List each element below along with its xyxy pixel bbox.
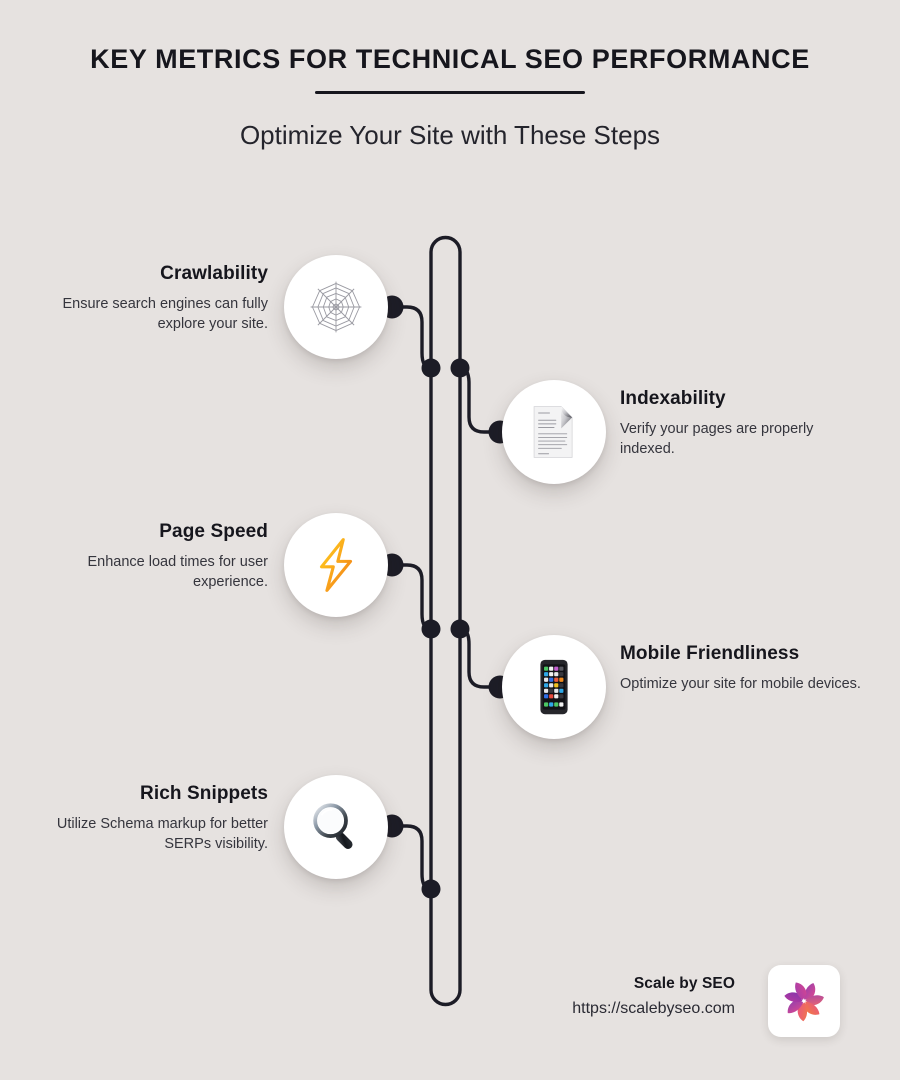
step-icon-bubble-crawlability (284, 255, 388, 359)
step-title-page-speed: Page Speed (159, 521, 268, 542)
page-title: KEY METRICS FOR TECHNICAL SEO PERFORMANC… (90, 44, 810, 74)
lightning-bolt-icon (319, 538, 353, 592)
step-text-mobile-friendliness: Mobile Friendliness Optimize your site f… (620, 643, 870, 694)
page-subtitle: Optimize Your Site with These Steps (239, 120, 661, 151)
step-text-crawlability: Crawlability Ensure search engines can f… (38, 263, 268, 334)
step-rich-snippets[interactable]: Rich Snippets Utilize Schema markup for … (0, 775, 900, 935)
step-desc-mobile-friendliness: Optimize your site for mobile devices. (620, 676, 861, 692)
step-icon-bubble-mobile-friendliness (502, 635, 606, 739)
step-title-indexability: Indexability (620, 388, 726, 409)
step-text-rich-snippets: Rich Snippets Utilize Schema markup for … (38, 783, 268, 854)
step-crawlability[interactable]: Crawlability Ensure search engines can f… (0, 255, 900, 415)
step-text-page-speed: Page Speed Enhance load times for user e… (38, 521, 268, 592)
brand-name: Scale by SEO (633, 975, 735, 992)
magnifying-glass-icon (313, 803, 353, 849)
header: KEY METRICS FOR TECHNICAL SEO PERFORMANC… (0, 40, 900, 151)
step-text-indexability: Indexability Verify your pages are prope… (620, 388, 870, 459)
step-page-speed[interactable]: Page Speed Enhance load times for user e… (0, 513, 900, 673)
step-mobile-friendliness[interactable]: Mobile Friendliness Optimize your site f… (0, 635, 900, 795)
mobile-phone-icon (540, 659, 568, 715)
document-page-icon (533, 406, 573, 458)
step-desc-crawlability: Ensure search engines can fully explore … (62, 296, 268, 332)
footer: Scale by SEO https://scalebyseo.com (500, 965, 840, 1065)
step-icon-bubble-page-speed (284, 513, 388, 617)
step-icon-bubble-indexability (502, 380, 606, 484)
pinwheel-flower-logo (784, 982, 824, 1022)
footer-text: Scale by SEO https://scalebyseo.com (572, 975, 735, 1018)
title-divider (315, 91, 585, 95)
step-title-rich-snippets: Rich Snippets (140, 783, 268, 804)
step-desc-page-speed: Enhance load times for user experience. (87, 554, 268, 590)
step-title-crawlability: Crawlability (160, 263, 268, 284)
brand-logo-box[interactable] (768, 965, 840, 1037)
brand-url[interactable]: https://scalebyseo.com (572, 1000, 735, 1017)
step-icon-bubble-rich-snippets (284, 775, 388, 879)
step-desc-indexability: Verify your pages are properly indexed. (620, 421, 814, 457)
step-desc-rich-snippets: Utilize Schema markup for better SERPs v… (56, 816, 268, 852)
spider-web-icon (310, 281, 362, 333)
step-indexability[interactable]: Indexability Verify your pages are prope… (0, 380, 900, 540)
step-title-mobile-friendliness: Mobile Friendliness (620, 643, 800, 664)
